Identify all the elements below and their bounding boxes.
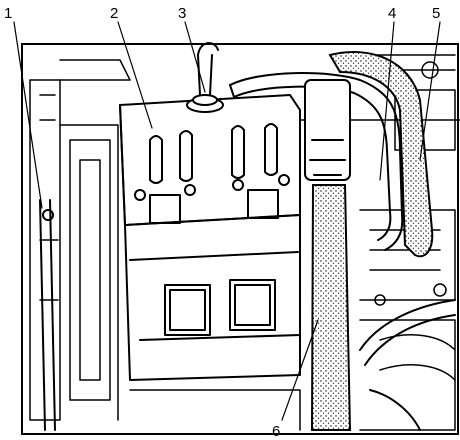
- callout-label-4: 4: [388, 5, 396, 22]
- callout-label-6: 6: [272, 423, 280, 440]
- left-bracket: [39, 199, 56, 431]
- main-housing: [119, 94, 301, 381]
- tube-4: [229, 72, 404, 251]
- hose-5: [328, 51, 434, 258]
- top-sender-fitting: [186, 42, 224, 113]
- callout-label-1: 1: [4, 5, 12, 22]
- lower-right-hose: [359, 299, 456, 431]
- callout-label-2: 2: [110, 5, 118, 22]
- callout-label-3: 3: [178, 5, 186, 22]
- callout-label-5: 5: [432, 5, 440, 22]
- hose-6-assembly: [304, 79, 352, 431]
- leader-lines: [13, 21, 441, 421]
